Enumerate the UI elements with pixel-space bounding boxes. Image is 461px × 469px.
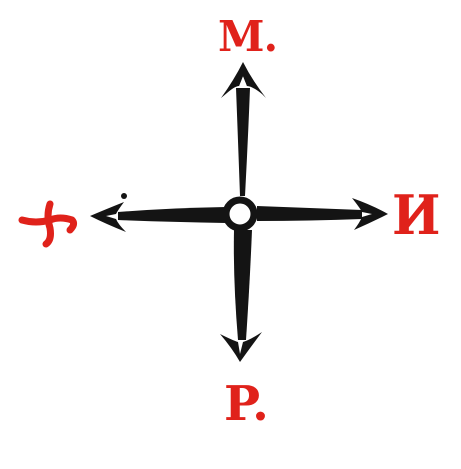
arrow-right-icon	[257, 198, 388, 230]
label-top: M.	[218, 12, 278, 61]
label-bottom: P.	[224, 376, 269, 432]
arrow-up-icon	[221, 62, 266, 196]
arrow-left-icon	[90, 193, 226, 232]
ring-icon	[222, 196, 258, 232]
label-right: И	[392, 183, 441, 247]
label-left-symbol-icon	[18, 200, 78, 248]
arrow-down-icon	[220, 230, 262, 362]
